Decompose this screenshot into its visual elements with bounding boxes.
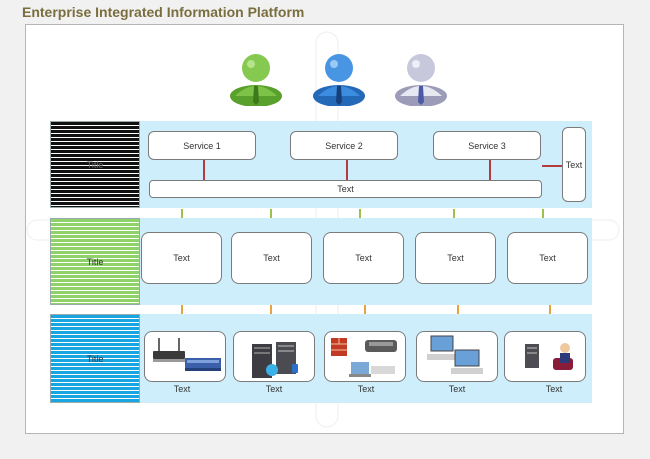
lane-connector: [270, 305, 272, 314]
lane-title-block-2: Title: [50, 218, 140, 305]
application-box-3[interactable]: Text: [323, 232, 404, 284]
service-connector: [203, 160, 205, 181]
side-text-box[interactable]: Text: [562, 127, 586, 202]
lane-connector: [181, 209, 183, 218]
hardware-label-4: Text: [448, 384, 466, 394]
router-switch-icon: [153, 338, 221, 371]
service-connector: [346, 160, 348, 181]
lane-connector: [364, 305, 366, 314]
application-box-5[interactable]: Text: [507, 232, 588, 284]
side-box-connector: [542, 165, 562, 167]
lane-connector: [542, 209, 544, 218]
hardware-label-3: Text: [357, 384, 375, 394]
hardware-box-3[interactable]: [324, 331, 406, 382]
hardware-label-1: Text: [173, 384, 191, 394]
service-connector: [489, 160, 491, 181]
hardware-box-1[interactable]: [144, 331, 226, 382]
user-gray-icon: [395, 54, 447, 106]
lane-title-block-1: Title: [50, 121, 140, 208]
service-box-2[interactable]: Service 2: [290, 131, 398, 160]
page-title: Enterprise Integrated Information Platfo…: [22, 4, 305, 20]
lane-connector: [549, 305, 551, 314]
server-icon: [252, 342, 298, 378]
service-box-1[interactable]: Service 1: [148, 131, 256, 160]
hardware-box-4[interactable]: [416, 331, 498, 382]
hardware-label-5: Text: [545, 384, 563, 394]
firewall-printer-icon: [331, 338, 397, 377]
lane-connector: [453, 209, 455, 218]
lane-connector: [181, 305, 183, 314]
lane-title-1: Title: [86, 159, 104, 170]
application-box-2[interactable]: Text: [231, 232, 312, 284]
application-box-4[interactable]: Text: [415, 232, 496, 284]
lane-title-3: Title: [86, 353, 104, 364]
computers-icon: [427, 335, 483, 374]
hardware-box-2[interactable]: [233, 331, 315, 382]
application-box-1[interactable]: Text: [141, 232, 222, 284]
lane-title-2: Title: [86, 256, 104, 267]
service-box-3[interactable]: Service 3: [433, 131, 541, 160]
lane-connector: [270, 209, 272, 218]
hardware-box-5[interactable]: [504, 331, 586, 382]
lane-connector: [359, 209, 361, 218]
hardware-label-2: Text: [265, 384, 283, 394]
service-bus-bar[interactable]: Text: [149, 180, 542, 198]
user-green-icon: [230, 54, 282, 106]
lane-title-block-3: Title: [50, 314, 140, 403]
lane-connector: [457, 305, 459, 314]
user-server-icon: [525, 343, 573, 370]
user-blue-icon: [313, 54, 365, 106]
